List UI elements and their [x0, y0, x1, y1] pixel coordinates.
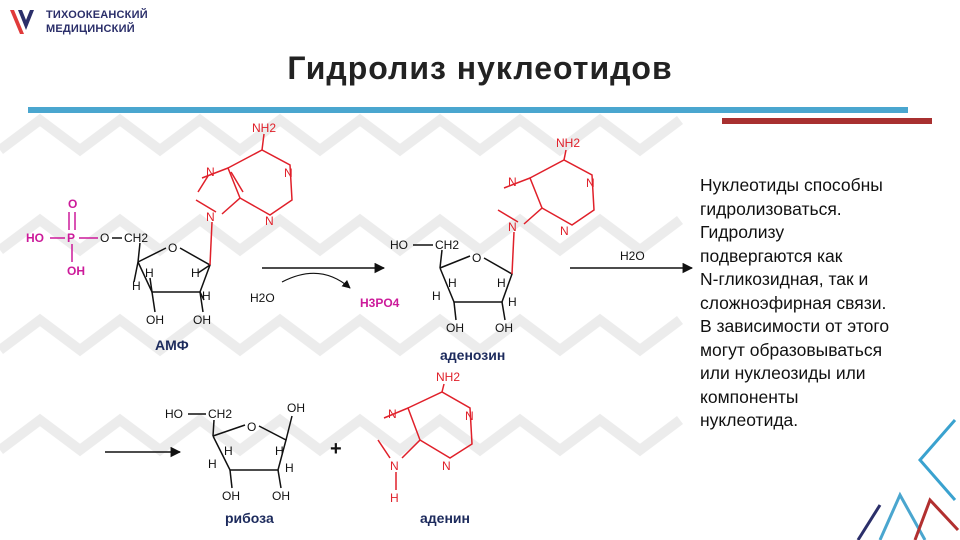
adenine-molecule: N N N N NH2 H аденин	[377, 370, 474, 526]
ester-o: O	[100, 231, 109, 245]
logo: ТИХООКЕАНСКИЙ МЕДИЦИНСКИЙ	[8, 6, 168, 40]
ribose-label: рибоза	[225, 510, 274, 526]
ch2: CH2	[435, 238, 459, 252]
water-reagent-2: H2O	[620, 249, 645, 263]
logo-line2: МЕДИЦИНСКИЙ	[46, 23, 135, 35]
phosphate-o-double: O	[68, 197, 77, 211]
plus-sign: +	[330, 438, 342, 460]
title-underline-blue	[28, 107, 908, 113]
h: H	[448, 276, 457, 290]
oh: OH	[446, 321, 464, 335]
n3: N	[560, 224, 569, 238]
h: H	[275, 444, 284, 458]
h: H	[497, 276, 506, 290]
h: H	[508, 295, 517, 309]
nh2: NH2	[556, 136, 580, 150]
h: H	[224, 444, 233, 458]
n9: N	[390, 459, 399, 473]
h-c3: H	[132, 279, 141, 293]
logo-mark-icon	[10, 10, 34, 34]
n7: N	[388, 407, 397, 421]
text-line: N-гликозидная, так и	[700, 269, 869, 289]
h: H	[432, 289, 441, 303]
ring-o: O	[168, 241, 177, 255]
h-c1: H	[191, 266, 200, 280]
adenine-label: аденин	[420, 510, 470, 526]
explanation-text: Нуклеотиды способны гидролизоваться. Гид…	[700, 174, 950, 433]
nh2: NH2	[436, 370, 460, 384]
oh: OH	[495, 321, 513, 335]
text-line: Нуклеотиды способны	[700, 175, 883, 195]
n9: N	[206, 210, 215, 224]
n3: N	[442, 459, 451, 473]
text-line: или нуклеозиды или	[700, 363, 866, 383]
phosphate-oh: OH	[67, 264, 85, 278]
text-line: компоненты	[700, 386, 799, 407]
nh2: NH2	[252, 121, 276, 135]
ch2: CH2	[208, 407, 232, 421]
oh: OH	[222, 489, 240, 503]
n1: N	[586, 176, 595, 190]
n7: N	[206, 165, 215, 179]
adenosine-molecule: HO CH2 O H H H H OH OH N N N N	[390, 136, 595, 363]
title-underline-red	[722, 118, 932, 124]
phosphate-p: P	[67, 231, 75, 245]
phosphate-ho: HO	[26, 231, 44, 245]
ring-o: O	[247, 420, 256, 434]
ring-o: O	[472, 251, 481, 265]
ho: HO	[165, 407, 183, 421]
n7: N	[508, 175, 517, 189]
ho-5: HO	[390, 238, 408, 252]
text-line: гидролизоваться.	[700, 198, 842, 219]
text-line: могут образовываться	[700, 339, 883, 360]
text-line: нуклеотида.	[700, 410, 799, 430]
page-title: Гидролиз нуклеотидов	[287, 50, 673, 86]
n1: N	[284, 166, 293, 180]
oh-c2: OH	[193, 313, 211, 327]
text-line: В зависимости от этого	[700, 316, 890, 336]
reaction-arrow-2: H2O	[570, 249, 694, 274]
h-c4: H	[145, 266, 154, 280]
amp-molecule: O HO P OH O CH2 O H H H H OH OH	[26, 121, 293, 353]
reaction-arrow-1: H2O H3PO4	[250, 262, 400, 310]
oh: OH	[272, 489, 290, 503]
phosphoric-acid: H3PO4	[360, 296, 400, 310]
n9: N	[508, 220, 517, 234]
logo-line1: ТИХООКЕАНСКИЙ	[46, 9, 148, 21]
text-line: сложноэфирная связи.	[700, 292, 887, 313]
h: H	[285, 461, 294, 475]
h-c2: H	[202, 289, 211, 303]
corner-decoration	[856, 419, 960, 540]
oh-c3: OH	[146, 313, 164, 327]
water-reagent-1: H2O	[250, 291, 275, 305]
oh-c1: OH	[287, 401, 305, 415]
adenosine-label: аденозин	[440, 347, 505, 363]
amp-label: АМФ	[155, 337, 189, 353]
h: H	[208, 457, 217, 471]
h-n9: H	[390, 491, 399, 505]
ribose-molecule: HO CH2 O OH H H H H OH OH рибоза	[165, 401, 305, 526]
text-line: Гидролизу	[700, 222, 785, 242]
amp-ch2: CH2	[124, 231, 148, 245]
n3: N	[265, 214, 274, 228]
n1: N	[465, 409, 474, 423]
text-line: подвергаются как	[700, 245, 843, 266]
